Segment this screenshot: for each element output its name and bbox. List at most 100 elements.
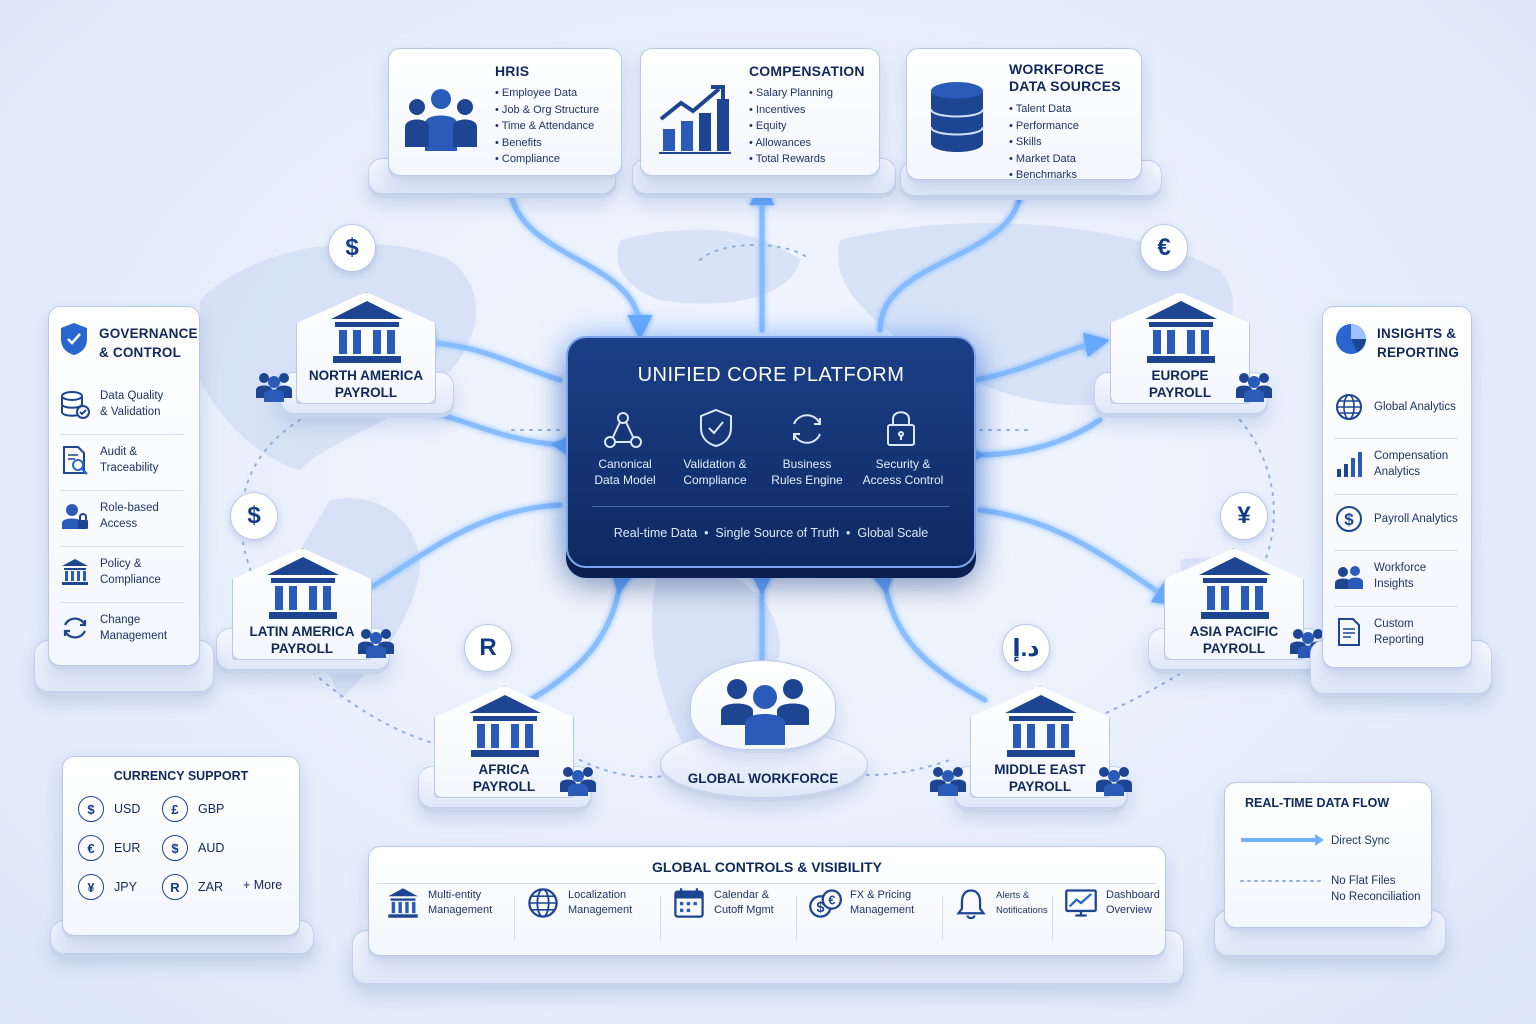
payroll-label-line1: ASIA PACIFIC (1189, 624, 1279, 639)
currency-symbol: $ (78, 796, 104, 822)
item-line1: FX & Pricing (850, 889, 912, 901)
hris-card[interactable]: HRIS Employee Data Job & Org Structure T… (388, 48, 622, 176)
item-line1: Role-based (100, 502, 159, 514)
compensation-title: COMPENSATION (749, 63, 865, 79)
core-item-line1: Business (782, 457, 832, 471)
governance-title: GOVERNANCE& CONTROL (99, 324, 198, 362)
item-line2: Notifications (996, 905, 1048, 916)
bank-building-icon (1005, 695, 1077, 757)
panel-separator (60, 490, 184, 491)
core-item-validation: Validation &Compliance (666, 456, 764, 488)
currency-item: $ USD (78, 796, 140, 822)
people-badge (356, 624, 396, 663)
item-line2: Management (100, 630, 168, 642)
insights-item[interactable]: Global Analytics (1334, 392, 1456, 422)
bank-icon (62, 559, 88, 585)
people-icon (1096, 767, 1132, 796)
currency-code: EUR (114, 841, 141, 855)
svg-text:$: $ (1344, 510, 1354, 529)
currency-more[interactable]: + More (243, 878, 283, 892)
controls-separator (942, 896, 943, 940)
insights-panel: INSIGHTS &REPORTING (1322, 306, 1472, 668)
currency-code: USD (114, 802, 141, 816)
payroll-label-line1: NORTH AMERICA (308, 368, 424, 383)
currency-item: $AUD (162, 835, 224, 861)
list-item: Time & Attendance (495, 118, 599, 135)
hris-list: Employee Data Job & Org Structure Time &… (495, 85, 599, 168)
insights-title-line2: REPORTING (1377, 345, 1460, 360)
bar-chart-icon (1337, 452, 1362, 477)
global-workforce-node[interactable] (690, 660, 836, 750)
currency-item: ¥ JPY (78, 874, 137, 900)
governance-item[interactable]: Data Quality& Validation (60, 388, 163, 420)
core-item-line2: Access Control (862, 473, 944, 487)
insights-item[interactable]: $Payroll Analytics (1334, 504, 1458, 534)
currency-exchange-icon: $€ (809, 889, 842, 918)
people-icon (560, 767, 596, 796)
pie-chart-icon (1336, 324, 1366, 354)
currency-code: JPY (114, 880, 137, 894)
world-map (200, 223, 1300, 760)
item-line1: Audit & (100, 446, 138, 458)
people-badge (1094, 762, 1134, 801)
global-control-item[interactable]: Calendar &Cutoff Mgmt (672, 886, 774, 920)
currency-badge: د.إ (1002, 624, 1050, 672)
governance-item[interactable]: Audit &Traceability (60, 444, 158, 476)
compensation-card[interactable]: COMPENSATION Salary Planning Incentives … (640, 48, 880, 176)
payroll-label-line1: LATIN AMERICA (249, 624, 355, 639)
legend-dotted-line2: No Reconciliation (1331, 891, 1421, 903)
global-control-item[interactable]: Alerts &Notifications (954, 886, 1048, 920)
item-line2: Reporting (1374, 634, 1424, 646)
workforce-list: Talent Data Performance Skills Market Da… (1009, 101, 1079, 184)
dashboard-icon (1065, 889, 1097, 917)
legend-title: REAL-TIME DATA FLOW (1245, 796, 1390, 810)
panel-separator (60, 434, 184, 435)
list-item: Allowances (749, 135, 833, 152)
payroll-label-line2: PAYROLL (270, 641, 334, 656)
item-line2: Overview (1106, 904, 1152, 916)
payroll-label-line2: PAYROLL (1008, 779, 1072, 794)
insights-title: INSIGHTS &REPORTING (1377, 324, 1459, 362)
controls-separator (796, 896, 797, 940)
currency-code: ZAR (198, 880, 223, 894)
controls-separator (660, 896, 661, 940)
panel-separator (1334, 606, 1458, 607)
report-icon (1338, 618, 1360, 646)
governance-item[interactable]: Policy &Compliance (60, 556, 161, 588)
list-item: Benchmarks (1009, 167, 1079, 184)
globe-icon (528, 888, 558, 918)
people-icon (256, 373, 292, 402)
panel-separator (60, 602, 184, 603)
currency-symbol: R (162, 874, 188, 900)
shield-check-icon (700, 408, 732, 448)
dollar-icon: $ (1336, 506, 1362, 532)
currency-symbol: ¥ (78, 874, 104, 900)
bank-building-icon (331, 301, 403, 363)
list-item: Equity (749, 118, 833, 135)
workforce-data-card[interactable]: WORKFORCE DATA SOURCES Talent Data Perfo… (906, 48, 1142, 181)
calendar-icon (674, 888, 704, 918)
list-item: Market Data (1009, 151, 1079, 168)
database-icon (930, 82, 984, 152)
dotted-line-icon (1240, 880, 1324, 882)
document-search-icon (63, 446, 88, 475)
bank-building-icon (469, 695, 541, 757)
